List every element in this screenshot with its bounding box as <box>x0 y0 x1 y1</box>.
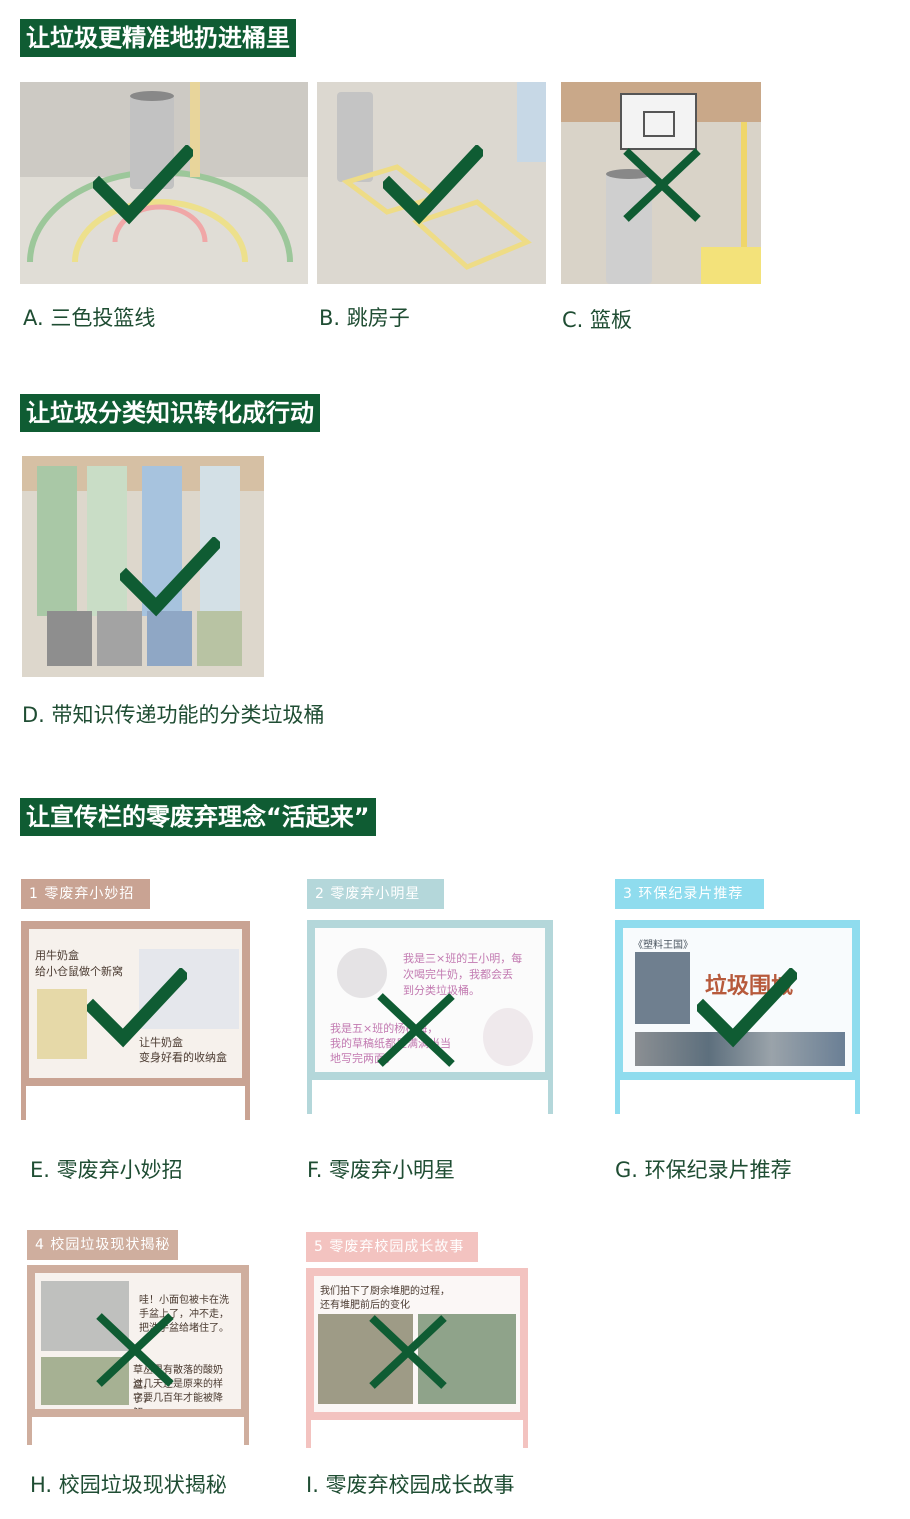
board-f-text-3: 到分类垃圾桶。 <box>403 984 480 997</box>
board-f: 我是三×班的王小明，每 次喝完牛奶，我都会丢 到分类垃圾桶。 我是五×班的杨梅梅… <box>307 920 553 1114</box>
board-e-text-1: 用牛奶盒 <box>35 949 79 962</box>
board-e-photo-2 <box>139 949 239 1029</box>
check-mark-g <box>693 966 801 1048</box>
caption-g: G. 环保纪录片推荐 <box>615 1158 792 1182</box>
board-tag-g: 3 环保纪录片推荐 <box>615 879 764 909</box>
board-tag-h: 4 校园垃圾现状揭秘 <box>27 1230 178 1260</box>
board-f-leg-left <box>307 1080 312 1114</box>
section-heading-2: 让垃圾分类知识转化成行动 <box>20 394 320 432</box>
board-f-text-1: 我是三×班的王小明，每 <box>403 952 523 965</box>
board-f-text-5: 我的草稿纸都是满满当当 <box>330 1037 451 1050</box>
check-mark-b <box>379 143 487 225</box>
photo-a-image <box>20 82 308 284</box>
photo-b <box>317 82 546 284</box>
board-g-leg-right <box>855 1080 860 1114</box>
check-mark-a <box>89 143 197 225</box>
board-h: 哇！小面包被卡在洗 手盆上了，冲不走， 把洗手盆给堵住了。 草丛里有散落的酸奶盒… <box>27 1265 249 1445</box>
caption-f: F. 零废弃小明星 <box>307 1158 456 1182</box>
cross-mark-f <box>366 990 466 1070</box>
board-e: 用牛奶盒 给小仓鼠做个新窝 让牛奶盒 变身好看的收纳盒 <box>21 921 250 1120</box>
board-h-leg-left <box>27 1417 32 1445</box>
photo-d-image <box>22 456 264 677</box>
caption-a: A. 三色投篮线 <box>23 306 156 330</box>
caption-b: B. 跳房子 <box>319 306 410 330</box>
board-f-panel: 我是三×班的王小明，每 次喝完牛奶，我都会丢 到分类垃圾桶。 我是五×班的杨梅梅… <box>315 928 545 1072</box>
board-e-text-4: 变身好看的收纳盒 <box>139 1051 227 1064</box>
board-g-text-1: 《塑料王国》 <box>633 940 693 951</box>
board-e-text-2: 给小仓鼠做个新窝 <box>35 965 123 978</box>
board-h-leg-right <box>244 1417 249 1445</box>
cross-mark-h <box>85 1310 185 1390</box>
board-g-leg-left <box>615 1080 620 1114</box>
board-i-leg-left <box>306 1420 311 1448</box>
photo-c <box>561 82 761 284</box>
board-e-photo-1 <box>37 989 87 1059</box>
board-h-text-4: 草丛里有散落的酸奶盒， <box>133 1365 223 1391</box>
caption-d: D. 带知识传递功能的分类垃圾桶 <box>22 703 325 727</box>
board-f-text-2: 次喝完牛奶，我都会丢 <box>403 968 513 981</box>
board-h-panel: 哇！小面包被卡在洗 手盆上了，冲不走， 把洗手盆给堵住了。 草丛里有散落的酸奶盒… <box>35 1273 241 1409</box>
photo-d <box>22 456 264 677</box>
board-h-text-5: 过几天还是原来的样子， <box>133 1379 223 1405</box>
caption-e: E. 零废弃小妙招 <box>30 1158 183 1182</box>
board-e-leg-left <box>21 1086 26 1120</box>
board-f-leg-right <box>548 1080 553 1114</box>
section-heading-3: 让宣传栏的零废弃理念“活起来” <box>20 798 376 836</box>
caption-i: I. 零废弃校园成长故事 <box>306 1473 515 1497</box>
section-heading-1: 让垃圾更精准地扔进桶里 <box>20 19 296 57</box>
caption-c: C. 篮板 <box>562 308 633 332</box>
board-g-panel: 《塑料王国》 垃圾围城 <box>623 928 852 1072</box>
board-h-text-1: 哇！小面包被卡在洗 <box>139 1295 229 1306</box>
board-h-photo-1 <box>41 1281 129 1351</box>
board-g-poster-1 <box>635 952 690 1024</box>
board-e-leg-right <box>245 1086 250 1120</box>
check-mark-d <box>116 535 224 617</box>
board-h-text-2: 手盆上了，冲不走， <box>139 1309 229 1320</box>
board-h-text-6: 它要几百年才能被降解。 <box>133 1393 223 1409</box>
board-i-leg-right <box>523 1420 528 1448</box>
check-mark-e <box>83 966 191 1048</box>
board-h-text-3: 把洗手盆给堵住了。 <box>139 1323 229 1334</box>
board-e-panel: 用牛奶盒 给小仓鼠做个新窝 让牛奶盒 变身好看的收纳盒 <box>29 929 242 1078</box>
photo-a <box>20 82 308 284</box>
board-tag-e: 1 零废弃小妙招 <box>21 879 150 909</box>
board-f-avatar-2 <box>483 1008 533 1066</box>
board-i-text-2: 还有堆肥前后的变化 <box>320 1300 410 1311</box>
board-tag-f: 2 零废弃小明星 <box>307 879 444 909</box>
cross-mark-i <box>358 1312 458 1392</box>
board-i-text-1: 我们拍下了厨余堆肥的过程， <box>320 1286 450 1297</box>
board-e-text-3: 让牛奶盒 <box>139 1036 183 1049</box>
board-tag-i: 5 零废弃校园成长故事 <box>306 1232 478 1262</box>
caption-h: H. 校园垃圾现状揭秘 <box>30 1473 227 1497</box>
cross-mark-c <box>612 145 712 225</box>
photo-b-image <box>317 82 546 284</box>
board-g: 《塑料王国》 垃圾围城 <box>615 920 860 1114</box>
board-f-avatar-1 <box>337 948 387 998</box>
